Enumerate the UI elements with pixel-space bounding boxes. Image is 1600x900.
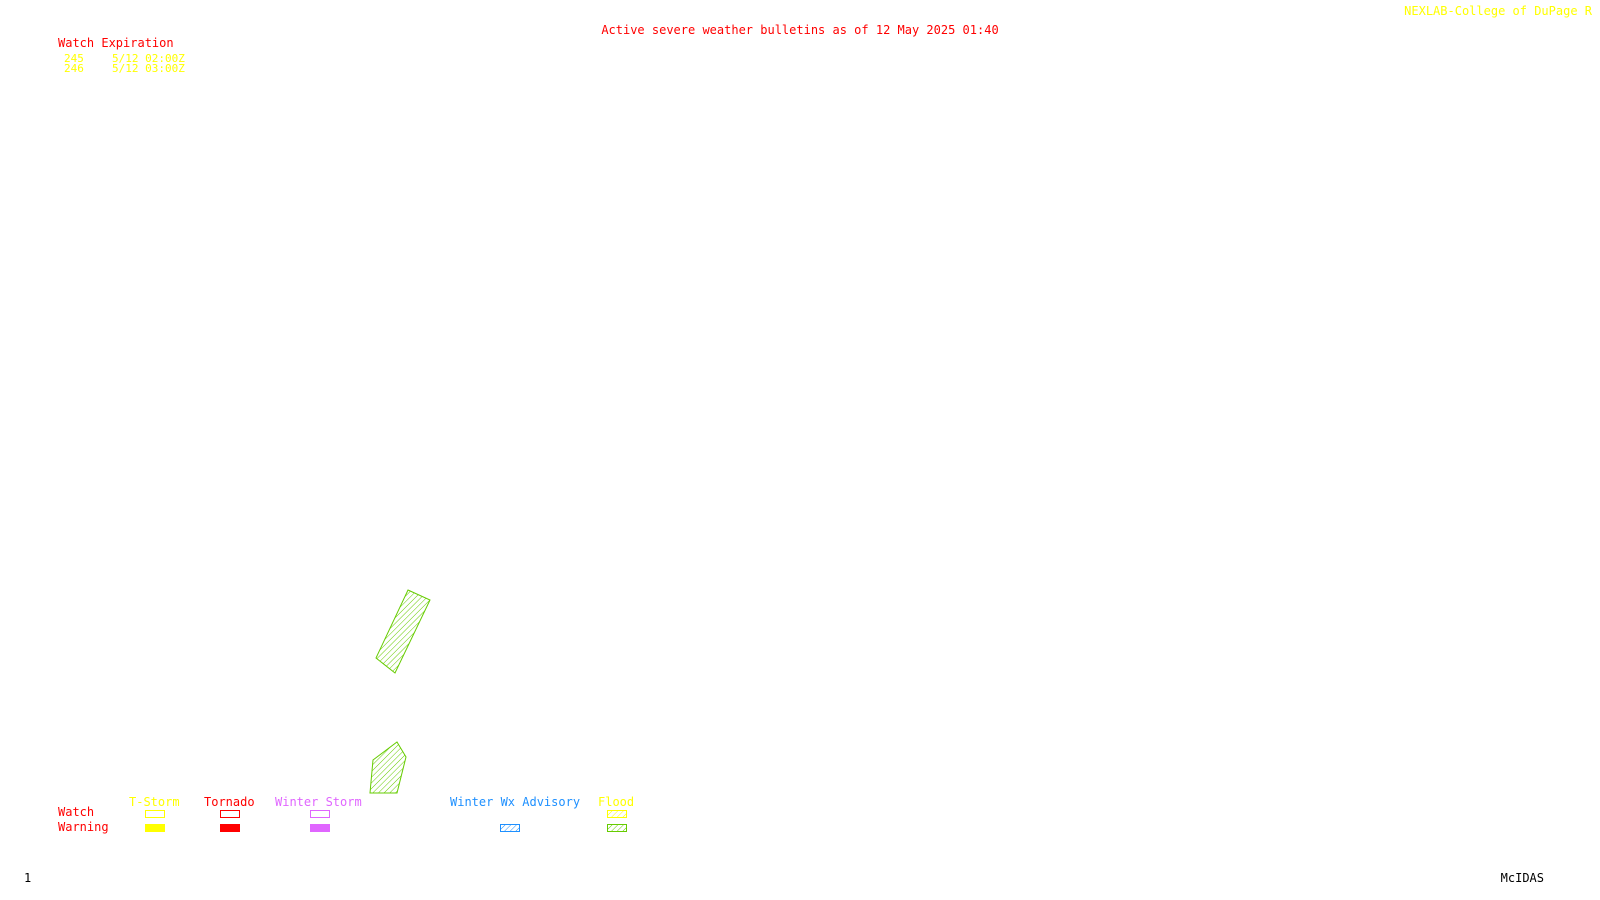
watch-expiry-time: 5/12 02:00Z <box>112 52 185 65</box>
legend-swatch-winter-storm-warning <box>310 824 330 832</box>
legend-row-watch: Watch <box>58 805 95 819</box>
watch-number: 245 <box>64 52 84 65</box>
legend-label-tstorm: T-Storm <box>129 795 180 809</box>
flood-warning-polygon-1[interactable] <box>375 589 431 674</box>
legend-swatch-flood-warning <box>607 824 627 832</box>
legend-label-winter-wx-advisory: Winter Wx Advisory <box>450 795 581 809</box>
legend-swatch-tstorm-warning <box>145 824 165 832</box>
legend-swatch-winter-wx-advisory <box>500 824 520 832</box>
legend-swatch-tstorm-watch <box>145 810 165 818</box>
legend-swatch-tornado-warning <box>220 824 240 832</box>
bulletin-title: Active severe weather bulletins as of 12… <box>601 23 999 37</box>
software-label: McIDAS <box>1500 871 1544 885</box>
watch-row[interactable]: 245 5/12 02:00Z <box>64 52 185 65</box>
watch-row[interactable]: 246 5/12 03:00Z <box>64 62 185 75</box>
legend-label-flood: Flood <box>598 795 635 809</box>
legend-row-warning: Warning <box>58 820 109 834</box>
legend-label-winter-storm: Winter Storm <box>275 795 362 809</box>
watch-expiry-time: 5/12 03:00Z <box>112 62 185 75</box>
legend-swatch-flood-watch <box>607 810 627 818</box>
legend-swatch-winter-storm-watch <box>310 810 330 818</box>
legend-swatch-tornado-watch <box>220 810 240 818</box>
legend-label-tornado: Tornado <box>204 795 255 809</box>
source-credit: NEXLAB-College of DuPage R <box>1404 4 1592 18</box>
watch-number: 246 <box>64 62 84 75</box>
frame-number: 1 <box>24 871 32 885</box>
flood-warning-polygon-2[interactable] <box>369 741 407 794</box>
watch-expiration-heading: Watch Expiration <box>58 36 174 50</box>
